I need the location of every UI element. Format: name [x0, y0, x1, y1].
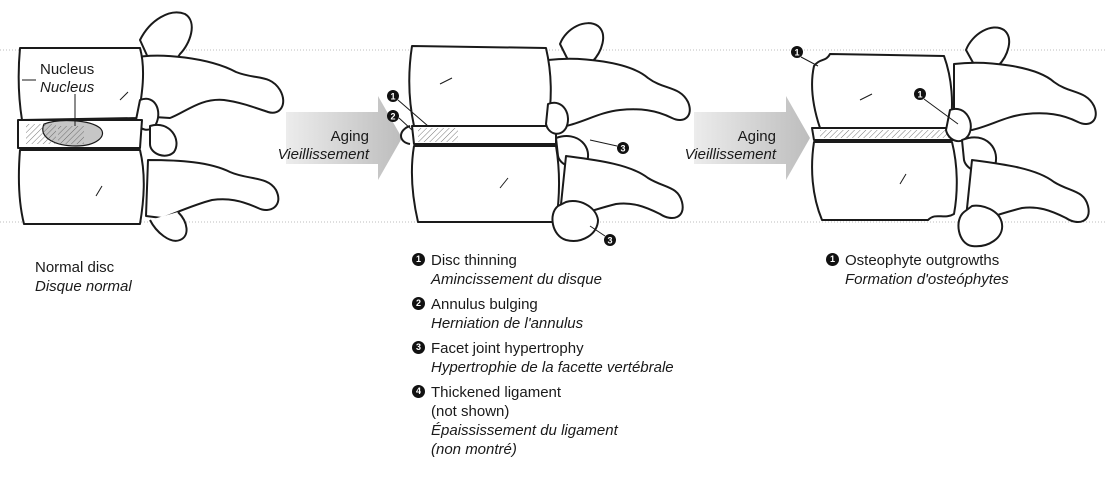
- normal-spine-illustration: [18, 12, 283, 240]
- svg-text:1: 1: [794, 48, 799, 58]
- legend-text-fr-note: (non montré): [431, 440, 674, 459]
- legend-text-en: Annulus bulging: [431, 295, 674, 314]
- aging-label-fr: Vieillissement: [652, 146, 776, 164]
- legend-text-en-note: (not shown): [431, 402, 674, 421]
- legend-text-fr: Épaississement du ligament: [431, 421, 674, 440]
- aging-label-fr: Vieillissement: [245, 146, 369, 164]
- degenerated-spine-illustration: [401, 23, 690, 241]
- legend-text-en: Thickened ligament: [431, 383, 674, 402]
- legend-item-annulus-bulging: 2 Annulus bulging Herniation de l'annulu…: [412, 295, 674, 333]
- legend-item-facet-hypertrophy: 3 Facet joint hypertrophy Hypertrophie d…: [412, 339, 674, 377]
- legend-text-en: Disc thinning: [431, 251, 674, 270]
- legend-text-en: Facet joint hypertrophy: [431, 339, 674, 358]
- svg-text:3: 3: [620, 144, 625, 154]
- legend-text-fr: Amincissement du disque: [431, 270, 674, 289]
- legend-text-en: Osteophyte outgrowths: [845, 251, 1009, 270]
- stage3-legend: 1 Osteophyte outgrowths Formation d'oste…: [826, 251, 1009, 295]
- legend-number-badge: 3: [412, 341, 425, 354]
- aging-label-en: Aging: [652, 128, 776, 146]
- aging-label-en: Aging: [245, 128, 369, 146]
- nucleus-label-fr: Nucleus: [40, 78, 94, 97]
- aging-arrow-2-label: Aging Vieillissement: [652, 128, 776, 164]
- legend-text-fr: Formation d'osteóphytes: [845, 270, 1009, 289]
- svg-text:1: 1: [917, 90, 922, 100]
- legend-item-osteophyte: 1 Osteophyte outgrowths Formation d'oste…: [826, 251, 1009, 289]
- aging-arrow-1-label: Aging Vieillissement: [245, 128, 369, 164]
- legend-text-fr: Herniation de l'annulus: [431, 314, 674, 333]
- legend-text-fr: Hypertrophie de la facette vertébrale: [431, 358, 674, 377]
- legend-number-badge: 1: [412, 253, 425, 266]
- legend-number-badge: 1: [826, 253, 839, 266]
- legend-number-badge: 2: [412, 297, 425, 310]
- stage2-legend: 1 Disc thinning Amincissement du disque …: [412, 251, 674, 465]
- legend-number-badge: 4: [412, 385, 425, 398]
- legend-item-thickened-ligament: 4 Thickened ligament (not shown) Épaissi…: [412, 383, 674, 459]
- normal-disc-caption-en: Normal disc: [35, 258, 114, 277]
- normal-disc-caption-fr: Disque normal: [35, 277, 132, 296]
- osteophyte-spine-illustration: [812, 27, 1096, 246]
- nucleus-label-en: Nucleus: [40, 60, 94, 79]
- legend-item-disc-thinning: 1 Disc thinning Amincissement du disque: [412, 251, 674, 289]
- svg-text:1: 1: [390, 92, 395, 102]
- svg-text:2: 2: [390, 112, 395, 122]
- svg-text:3: 3: [607, 236, 612, 246]
